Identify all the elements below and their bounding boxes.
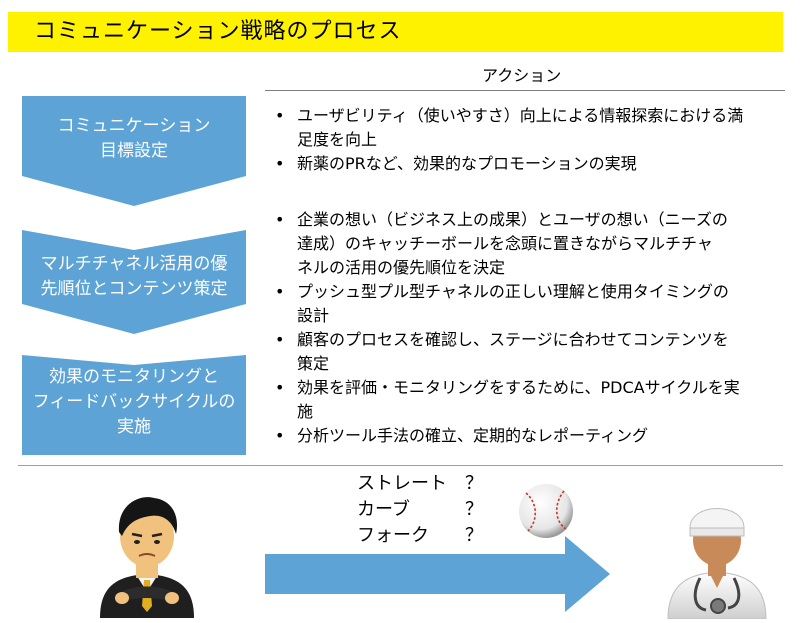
question-mark: ？	[465, 525, 483, 546]
list-item: • 顧客のプロセスを確認し、ステージに合わせてコンテンツを 策定	[275, 328, 785, 376]
list-item: • 効果を評価・モニタリングをするために、PDCAサイクルを実 施	[275, 376, 785, 424]
list-item: • プッシュ型プル型チャネルの正しい理解と使用タイミングの 設計	[275, 280, 785, 328]
action-list-execution: • 企業の想い（ビジネス上の成果）とユーザの想い（ニーズの 達成）のキャッチーボ…	[275, 208, 785, 448]
step-label: コミュニケーション 目標設定	[22, 114, 246, 164]
list-item-line: 企業の想い（ビジネス上の成果）とユーザの想い（ニーズの	[297, 210, 728, 229]
step-label-line: 目標設定	[100, 141, 168, 161]
bullet-icon: •	[275, 282, 285, 301]
step-label-line: 効果のモニタリングと	[49, 367, 219, 387]
list-item-line: 達成）のキャッチーボールを念頭に置きながらマルチチャ	[297, 234, 713, 253]
bullet-icon: •	[275, 330, 285, 349]
pitch-option: カーブ ？	[357, 498, 483, 522]
list-item-line: 足度を向上	[297, 130, 378, 149]
pitch-option: ストレート ？	[357, 472, 483, 496]
pitch-label: フォーク	[357, 525, 429, 546]
action-column-header: アクション	[482, 66, 562, 85]
bullet-icon: •	[275, 426, 285, 445]
bullet-icon: •	[275, 210, 285, 229]
question-mark: ？	[465, 499, 483, 520]
list-item-line: ネルの活用の優先順位を決定	[297, 258, 506, 277]
step-label-line: 先順位とコンテンツ策定	[40, 279, 228, 299]
step-chevron-shape	[22, 230, 246, 334]
step-label-line: マルチチャネル活用の優	[40, 254, 228, 274]
list-item-line: 顧客のプロセスを確認し、ステージに合わせてコンテンツを	[297, 330, 729, 349]
action-list-goals: • ユーザビリティ（使いやすさ）向上による情報探索における満 足度を向上 • 新…	[275, 104, 785, 176]
list-item-line: 効果を評価・モニタリングをするために、PDCAサイクルを実	[297, 378, 740, 397]
list-item-line: 分析ツール手法の確立、定期的なレポーティング	[297, 426, 649, 445]
list-item-line: ユーザビリティ（使いやすさ）向上による情報探索における満	[297, 106, 744, 125]
step-communication-goal: コミュニケーション 目標設定	[22, 96, 246, 206]
list-item: • 新薬のPRなど、効果的なプロモーションの実現	[275, 152, 785, 176]
pitch-label: ストレート	[357, 473, 447, 494]
list-item: • ユーザビリティ（使いやすさ）向上による情報探索における満 足度を向上	[275, 104, 785, 152]
list-item: • 企業の想い（ビジネス上の成果）とユーザの想い（ニーズの 達成）のキャッチーボ…	[275, 208, 785, 280]
list-item: • 分析ツール手法の確立、定期的なレポーティング	[275, 424, 785, 448]
step-label: マルチチャネル活用の優 先順位とコンテンツ策定	[22, 252, 246, 302]
list-item-line: 設計	[297, 306, 330, 325]
step-label-line: 実施	[117, 417, 151, 437]
step-label-line: コミュニケーション	[57, 116, 211, 136]
section-divider	[18, 465, 783, 466]
bullet-icon: •	[275, 106, 285, 125]
step-multichannel-priority: マルチチャネル活用の優 先順位とコンテンツ策定	[22, 230, 246, 334]
pitch-option: フォーク ？	[357, 524, 483, 548]
step-label: 効果のモニタリングと フィードバックサイクルの 実施	[22, 365, 246, 440]
step-label-line: フィードバックサイクルの	[32, 392, 236, 412]
title-bar: コミュニケーション戦略のプロセス	[8, 12, 783, 52]
list-item-line: 施	[297, 402, 314, 421]
list-item-line: プッシュ型プル型チャネルの正しい理解と使用タイミングの	[297, 282, 729, 301]
delivery-arrow-icon	[265, 536, 610, 612]
step-chevron-shape	[22, 355, 246, 455]
bullet-icon: •	[275, 154, 285, 173]
list-item-line: 策定	[297, 354, 330, 373]
pitch-label: カーブ	[357, 499, 410, 520]
baseball-icon	[519, 484, 573, 538]
step-chevron-shape	[22, 96, 246, 206]
list-item-line: 新薬のPRなど、効果的なプロモーションの実現	[297, 154, 637, 173]
businessman-thinking-icon	[100, 497, 194, 618]
doctor-icon	[667, 508, 767, 619]
bullet-icon: •	[275, 378, 285, 397]
header-rule	[265, 90, 785, 91]
page-title: コミュニケーション戦略のプロセス	[34, 19, 402, 44]
question-mark: ？	[465, 473, 483, 494]
step-monitoring-feedback: 効果のモニタリングと フィードバックサイクルの 実施	[22, 355, 246, 455]
